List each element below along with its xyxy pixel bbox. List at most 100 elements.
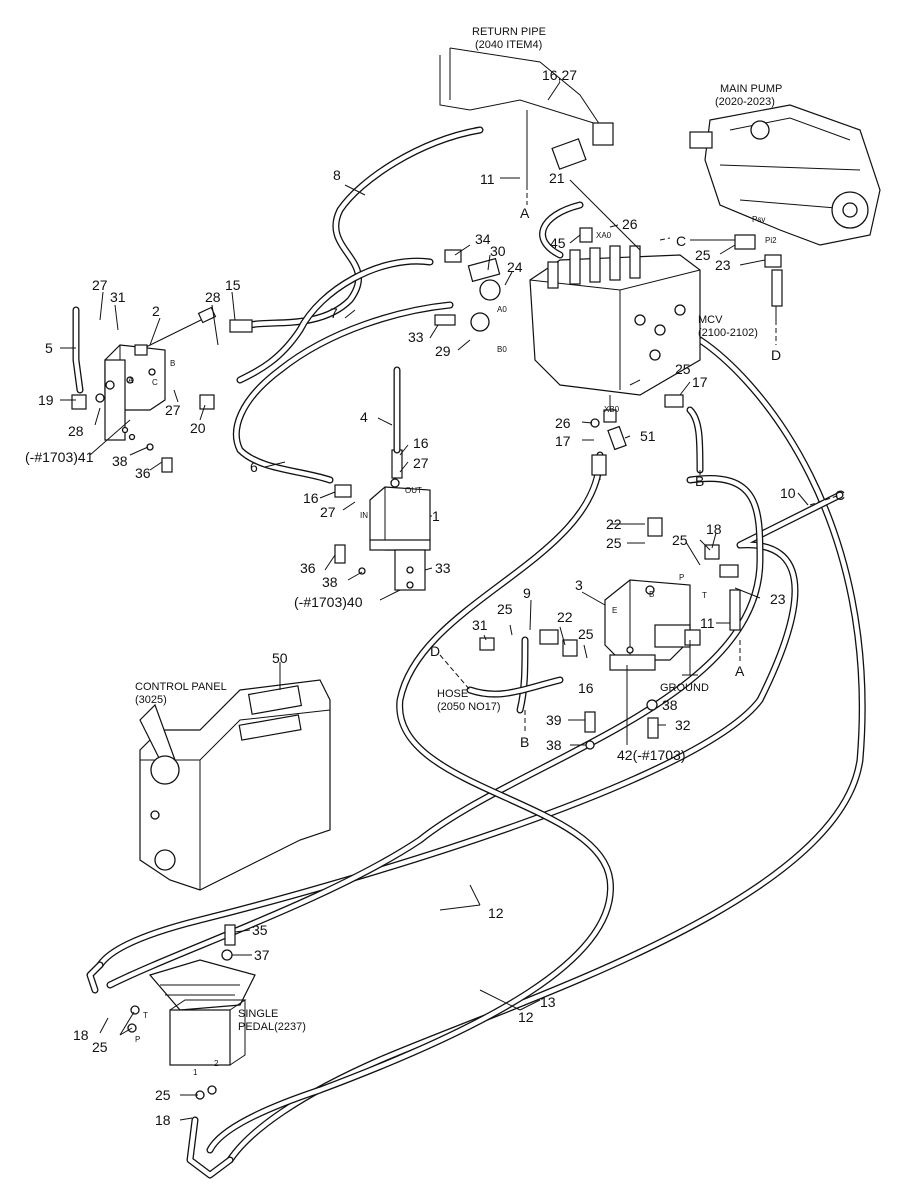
callout-36-mid: 36: [300, 560, 316, 576]
callout-12-low: 12: [518, 1009, 534, 1025]
callout-8: 8: [333, 167, 341, 183]
labels: RETURN PIPE (2040 ITEM4) MAIN PUMP (2020…: [25, 26, 845, 1128]
port-a-right: A: [735, 663, 745, 679]
callout-22-top: 22: [606, 516, 622, 532]
main-pump: [689, 104, 881, 246]
callout-25-v3top: 25: [606, 535, 622, 551]
return-pipe-ref: (2040 ITEM4): [475, 39, 542, 51]
ground-label: GROUND: [660, 682, 709, 694]
port-1-pedal: 1: [193, 1068, 198, 1077]
callout-23-right: 23: [770, 591, 786, 607]
hose-ref: (2050 NO17): [437, 701, 501, 713]
mcv-title: MCV: [698, 314, 723, 326]
callout-27-left: 27: [92, 277, 108, 293]
callout-12-mid: 12: [488, 905, 504, 921]
main-pump-title: MAIN PUMP: [720, 83, 782, 95]
port-b-mcv: B: [695, 473, 704, 489]
callout-6: 6: [250, 459, 258, 475]
port-psv: Psv: [752, 215, 765, 224]
control-panel-title: CONTROL PANEL: [135, 681, 227, 693]
callout-31-left: 31: [110, 289, 126, 305]
callout-42: 42(-#1703): [617, 747, 686, 763]
callout-32: 32: [675, 717, 691, 733]
callout-50: 50: [272, 650, 288, 666]
callout-11-top: 11: [480, 171, 495, 187]
port-a-valve2: A: [128, 376, 134, 385]
callout-35: 35: [252, 922, 268, 938]
port-p-v3: P: [679, 573, 684, 582]
port-in: IN: [360, 511, 368, 520]
callout-33-top: 33: [408, 329, 424, 345]
callout-25-bottom: 25: [155, 1087, 171, 1103]
return-pipe-title: RETURN PIPE: [472, 26, 546, 38]
mcv-valve: [529, 245, 701, 451]
callout-16-low: 16: [578, 680, 594, 696]
port-c-right: C: [835, 487, 845, 503]
callout-27-mid: 27: [165, 402, 181, 418]
callout-26-mid: 26: [555, 415, 571, 431]
port-c-mcv: C: [676, 233, 686, 249]
callout-7: 7: [330, 305, 338, 321]
callout-25-pedal: 25: [92, 1039, 108, 1055]
callout-9: 9: [523, 585, 531, 601]
callout-27-in: 27: [320, 504, 336, 520]
callout-21: 21: [549, 170, 565, 186]
callout-18-pedal: 18: [73, 1027, 89, 1043]
callout-16-27: 16,27: [542, 67, 577, 83]
valve-block-1: [369, 366, 431, 591]
callout-11-right: 11: [700, 615, 715, 631]
callout-37: 37: [254, 947, 270, 963]
callout-18-bottom: 18: [155, 1112, 171, 1128]
callout-1: 1: [432, 508, 440, 524]
single-pedal: [86, 924, 256, 1179]
callout-18-right: 18: [706, 521, 722, 537]
port-e-v3: E: [612, 606, 617, 615]
port-pi2: Pi2: [765, 236, 777, 245]
callout-19: 19: [38, 392, 54, 408]
callout-22-mid: 22: [557, 609, 573, 625]
port-p-pedal: P: [135, 1035, 140, 1044]
callout-39: 39: [546, 712, 562, 728]
callout-30: 30: [490, 243, 506, 259]
port-t-pedal: T: [143, 1011, 148, 1020]
port-out: OUT: [405, 486, 422, 495]
callout-51: 51: [640, 428, 656, 444]
port-xa0: XA0: [596, 231, 612, 240]
leader-lines: [60, 81, 809, 1121]
control-panel-ref: (3025): [135, 694, 167, 706]
callout-25-mid3: 25: [578, 626, 594, 642]
callout-10: 10: [780, 485, 796, 501]
callout-34: 34: [475, 231, 491, 247]
callout-2: 2: [152, 303, 160, 319]
callout-5: 5: [45, 340, 53, 356]
valve-block-3: [604, 579, 701, 676]
callout-20: 20: [190, 420, 206, 436]
control-panel: [139, 679, 331, 891]
port-a0: A0: [497, 305, 507, 314]
port-b-low: B: [520, 734, 529, 750]
port-t-v3: T: [702, 591, 707, 600]
port-d-left: D: [430, 643, 440, 659]
callout-29: 29: [435, 343, 451, 359]
callout-15: 15: [225, 277, 241, 293]
callout-16-in: 16: [303, 490, 319, 506]
callout-3: 3: [575, 577, 583, 593]
callout-45: 45: [550, 235, 566, 251]
callout-23-pump: 23: [715, 257, 731, 273]
callout-41: (-#1703)41: [25, 449, 94, 465]
callout-25-left3: 25: [497, 601, 513, 617]
callout-16-mid: 16: [413, 435, 429, 451]
port-2-pedal: 2: [214, 1059, 219, 1068]
port-a-top: A: [520, 205, 530, 221]
callout-27-out: 27: [413, 455, 429, 471]
port-b-v3: B: [649, 590, 654, 599]
port-c-valve2: C: [152, 378, 158, 387]
callout-17-mcv: 17: [692, 374, 708, 390]
port-b0: B0: [497, 345, 507, 354]
hose-title: HOSE: [437, 688, 468, 700]
fittings: [146, 227, 841, 750]
callout-38-ground: 38: [662, 697, 678, 713]
return-pipe: [439, 47, 614, 205]
port-xb0: XB0: [604, 405, 620, 414]
